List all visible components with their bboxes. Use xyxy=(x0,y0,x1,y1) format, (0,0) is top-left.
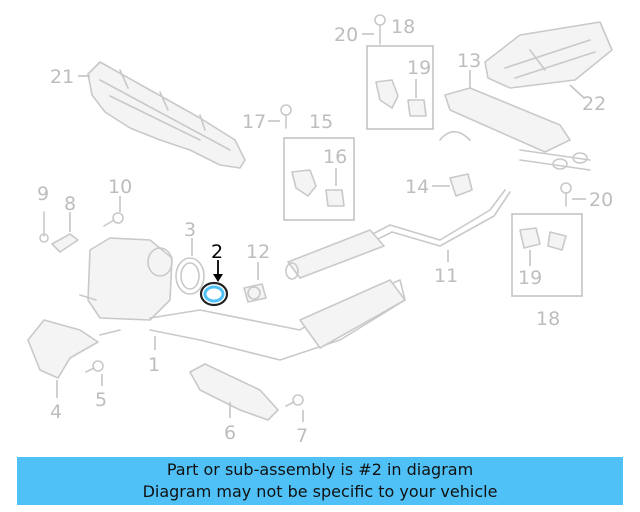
part-12-clamp xyxy=(243,283,267,303)
part-8-bracket xyxy=(51,233,79,253)
callout-14: 14 xyxy=(405,176,429,198)
callout-6: 6 xyxy=(224,422,236,444)
info-banner: Part or sub-assembly is #2 in diagram Di… xyxy=(17,457,623,505)
callout-3: 3 xyxy=(184,219,196,241)
part-3-clamp xyxy=(175,257,205,295)
callout-16: 16 xyxy=(323,146,347,168)
box-18-top xyxy=(366,45,434,130)
part-17-bolt xyxy=(280,104,292,129)
exhaust-parts-diagram: 21 20 18 19 13 22 17 15 16 xyxy=(27,14,613,447)
part-14-clamp xyxy=(449,173,473,197)
callout-20a: 20 xyxy=(334,24,358,46)
part-22-rear-heat-shield xyxy=(484,21,613,89)
part-2-gasket-highlighted xyxy=(199,281,229,307)
box-18-right xyxy=(511,213,583,297)
callout-2: 2 xyxy=(211,241,223,263)
part-10-bolt xyxy=(103,212,124,227)
part-19-bracket-top xyxy=(375,79,427,117)
part-11-intermediate-pipe xyxy=(285,189,511,280)
part-6-lower-heat-shield xyxy=(189,363,279,421)
part-13-rear-muffler xyxy=(439,87,591,171)
callout-12: 12 xyxy=(246,241,270,263)
callout-4: 4 xyxy=(50,401,62,423)
box-15 xyxy=(283,137,355,221)
callout-19b: 19 xyxy=(518,267,542,289)
callout-8: 8 xyxy=(64,193,76,215)
callout-18a: 18 xyxy=(391,16,415,38)
callout-13: 13 xyxy=(457,50,481,72)
banner-line-1: Part or sub-assembly is #2 in diagram xyxy=(166,460,474,479)
part-5-bolt xyxy=(85,360,104,373)
part-21-heat-shield xyxy=(87,61,246,169)
callout-22: 22 xyxy=(582,93,606,115)
callout-21: 21 xyxy=(50,66,74,88)
part-4-support-bracket xyxy=(27,319,99,379)
callout-5: 5 xyxy=(95,389,107,411)
callout-18b: 18 xyxy=(536,308,560,330)
callout-19a: 19 xyxy=(407,57,431,79)
callout-17: 17 xyxy=(242,111,266,133)
part-7-bolt xyxy=(285,394,304,407)
callout-20b: 20 xyxy=(589,189,613,211)
callout-9: 9 xyxy=(37,183,49,205)
callout-11: 11 xyxy=(434,265,458,287)
callout-10: 10 xyxy=(108,176,132,198)
part-19-bracket-right xyxy=(519,227,567,251)
banner-line-2: Diagram may not be specific to your vehi… xyxy=(142,482,498,501)
part-9-bolt xyxy=(39,211,49,243)
callout-1: 1 xyxy=(148,354,160,376)
part-1-catalytic-converter xyxy=(79,237,406,361)
part-16-hanger xyxy=(291,169,345,207)
part-20-bolt-right xyxy=(560,182,572,207)
part-20-bolt-top xyxy=(374,14,386,45)
callout-7: 7 xyxy=(296,425,308,447)
callout-15: 15 xyxy=(309,111,333,133)
